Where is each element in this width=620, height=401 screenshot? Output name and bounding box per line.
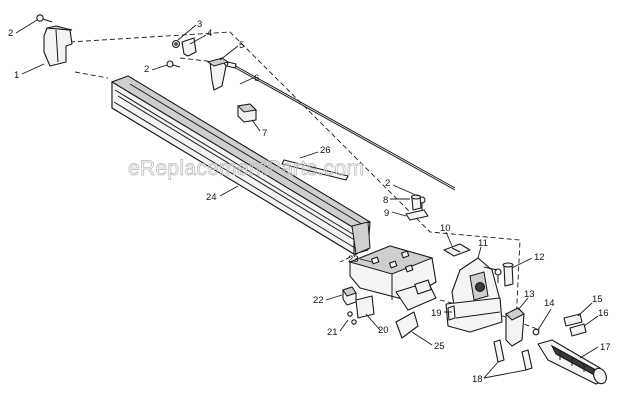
- callout-1: 1: [14, 70, 19, 81]
- part-end-cap: [43, 25, 73, 67]
- part-pad-strip: [395, 311, 419, 339]
- part-lock-housing: [445, 257, 503, 333]
- part-rod: [226, 61, 456, 191]
- callout-8: 8: [383, 195, 388, 206]
- watermark-text: eReplacementParts.com: [128, 157, 364, 180]
- callout-13: 13: [524, 289, 535, 300]
- part-carriage: [348, 245, 437, 311]
- part-fence-rail: [110, 75, 372, 255]
- callout-10: 10: [440, 223, 451, 234]
- callout-16: 16: [598, 308, 609, 319]
- part-block: [236, 103, 258, 123]
- callout-6: 6: [254, 73, 259, 84]
- callout-25: 25: [434, 341, 445, 352]
- callout-22: 22: [313, 295, 324, 306]
- callout-21: 21: [327, 327, 338, 338]
- callout-19: 19: [431, 308, 442, 319]
- part-rivets: [347, 311, 357, 325]
- part-spring-pin: [532, 328, 540, 336]
- callout-labels: 1 2 2 2 3 4 5 6 7 8 9 10 11 12 13 14 15 …: [8, 19, 611, 385]
- callout-9: 9: [384, 208, 389, 219]
- part-tab: [355, 295, 375, 319]
- callout-12: 12: [534, 252, 545, 263]
- part-small-pin: [447, 305, 456, 321]
- part-lever: [505, 307, 525, 347]
- part-cam-screw: [502, 262, 514, 287]
- part-washer: [171, 39, 181, 49]
- part-bracket: [206, 57, 230, 91]
- callout-2c: 2: [385, 178, 390, 189]
- callout-18: 18: [472, 374, 483, 385]
- part-screw-bracket: [494, 268, 502, 283]
- callout-3: 3: [197, 19, 202, 30]
- part-clip: [181, 37, 197, 57]
- callout-11: 11: [478, 238, 488, 249]
- part-screw-mid: [166, 60, 181, 68]
- part-strip: [281, 159, 349, 181]
- callout-20: 20: [378, 325, 389, 336]
- callout-7: 7: [262, 128, 267, 139]
- part-small-cube: [342, 286, 357, 306]
- callout-24: 24: [206, 192, 217, 203]
- part-screw-top: [36, 14, 53, 23]
- callout-26: 26: [320, 145, 331, 156]
- callout-2b: 2: [144, 64, 149, 75]
- part-pins: [493, 339, 533, 371]
- part-knob: [410, 194, 422, 211]
- callout-17: 17: [600, 342, 611, 353]
- callout-14: 14: [544, 298, 555, 309]
- callout-23: 23: [348, 254, 359, 265]
- part-plate: [405, 209, 429, 221]
- part-handle: [537, 339, 607, 385]
- callout-4: 4: [207, 28, 212, 39]
- callout-2a: 2: [8, 28, 13, 39]
- part-pad: [443, 243, 471, 257]
- callout-15: 15: [592, 294, 603, 305]
- leader-lines: [15, 19, 599, 379]
- callout-5: 5: [239, 40, 244, 51]
- part-sleeve: [563, 313, 587, 337]
